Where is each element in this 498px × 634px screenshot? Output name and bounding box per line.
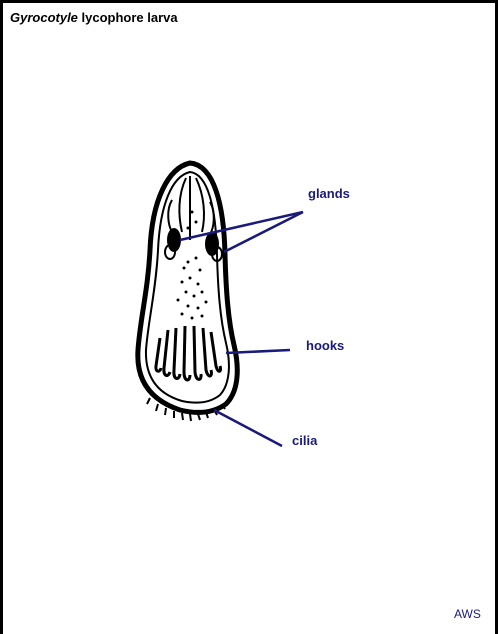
larva-outer-outline <box>138 163 237 412</box>
leader-line-glands-right <box>224 212 303 252</box>
leader-line-glands-left <box>180 212 303 240</box>
anterior-structure <box>179 176 204 240</box>
author-credit: AWS <box>454 607 481 621</box>
label-glands: glands <box>308 186 350 201</box>
leader-line-cilia <box>214 410 282 446</box>
label-hooks: hooks <box>306 338 344 353</box>
hooks <box>156 326 221 380</box>
label-cilia: cilia <box>292 433 317 448</box>
